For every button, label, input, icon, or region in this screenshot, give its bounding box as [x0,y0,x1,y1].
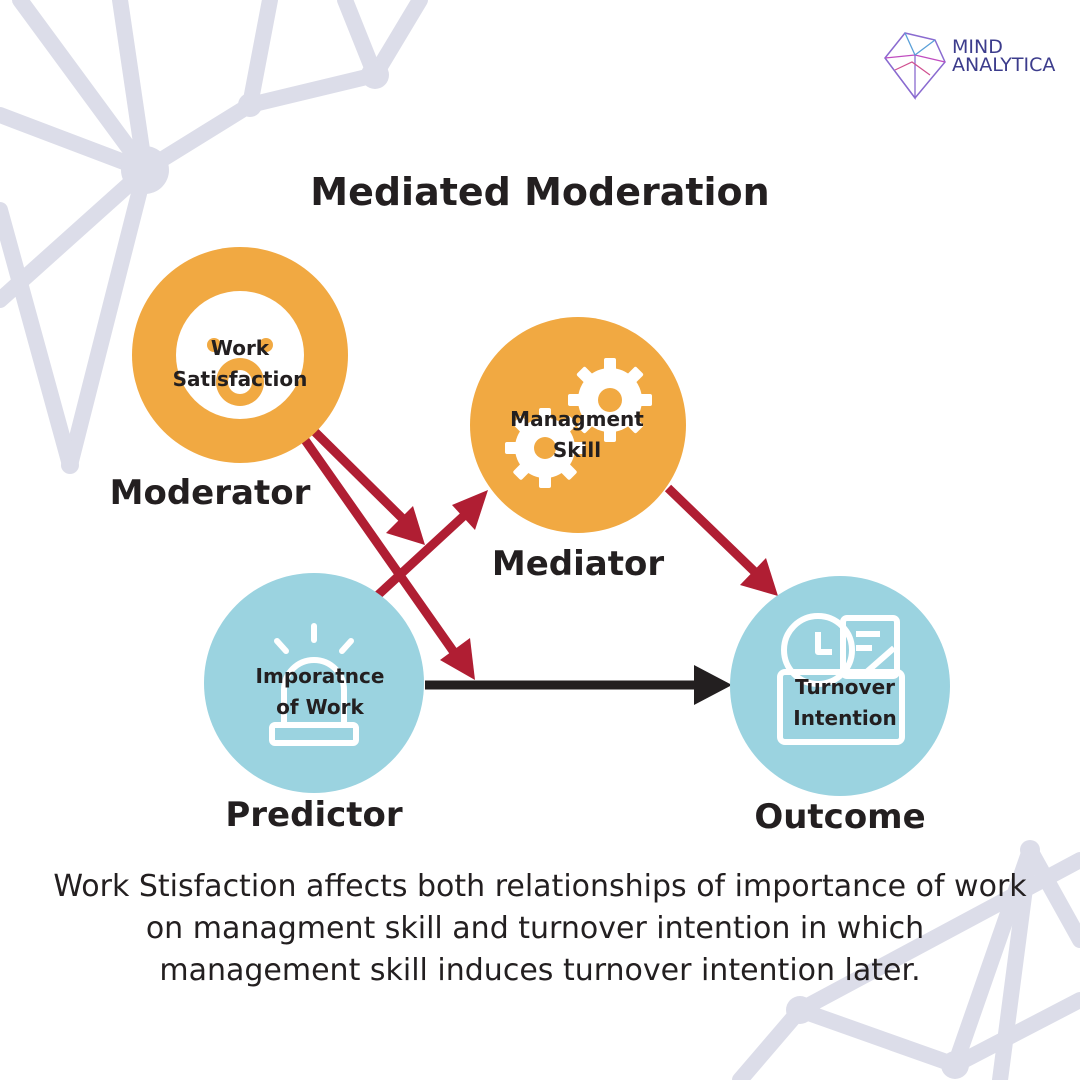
work-satisfaction-icon [176,291,304,419]
predictor-node: Imporatnce of Work Predictor [204,573,424,835]
arrow-head-predictor-mediator [452,490,488,530]
mediator-label: Mediator [492,544,664,584]
moderator-label: Moderator [110,473,311,513]
mediator-inner-line1: Managment [510,407,644,431]
logo-word-mind: MIND [952,36,1003,58]
moderator-inner-line2: Satisfaction [173,367,308,391]
logo-word-analytica: ANALYTICA [952,54,1055,76]
caption-line3: management skill induces turnover intent… [159,953,920,988]
mind-analytica-logo: MIND ANALYTICA [884,32,1055,100]
predictor-circle [204,573,424,793]
arrow-moderator-to-path-a [311,428,408,524]
diagram-title: Mediated Moderation [310,170,769,214]
outcome-node: Turnover Intention Outcome [730,576,950,837]
arrow-mediator-to-outcome [664,484,762,579]
arrow-head-moderator-path-a [386,506,425,545]
arrow-head-mediator-outcome [740,558,778,596]
outcome-inner-line2: Intention [793,706,896,730]
mediator-node: Managment Skill Mediator [470,317,686,584]
caption-line1: Work Stisfaction affects both relationsh… [53,869,1027,904]
outcome-label: Outcome [754,797,925,837]
caption: Work Stisfaction affects both relationsh… [53,869,1027,988]
moderator-node: Work Satisfaction Moderator [110,247,348,513]
predictor-inner-line1: Imporatnce [256,664,385,688]
arrows [301,428,778,705]
arrow-moderator-to-path-c [301,437,462,661]
mediator-inner-line2: Skill [553,438,601,462]
background-network-nodes [61,61,1040,1079]
predictor-inner-line2: of Work [276,695,364,719]
caption-line2: on managment skill and turnover intentio… [146,911,924,946]
predictor-label: Predictor [225,795,403,835]
outcome-inner-line1: Turnover [795,675,895,699]
arrow-predictor-to-mediator [374,508,472,599]
arrow-head-predictor-outcome [694,665,732,705]
alarm-light-icon [269,623,359,746]
arrow-head-moderator-path-c [440,638,475,680]
clock-document-icon [777,613,905,745]
moderator-inner-line1: Work [211,336,270,360]
